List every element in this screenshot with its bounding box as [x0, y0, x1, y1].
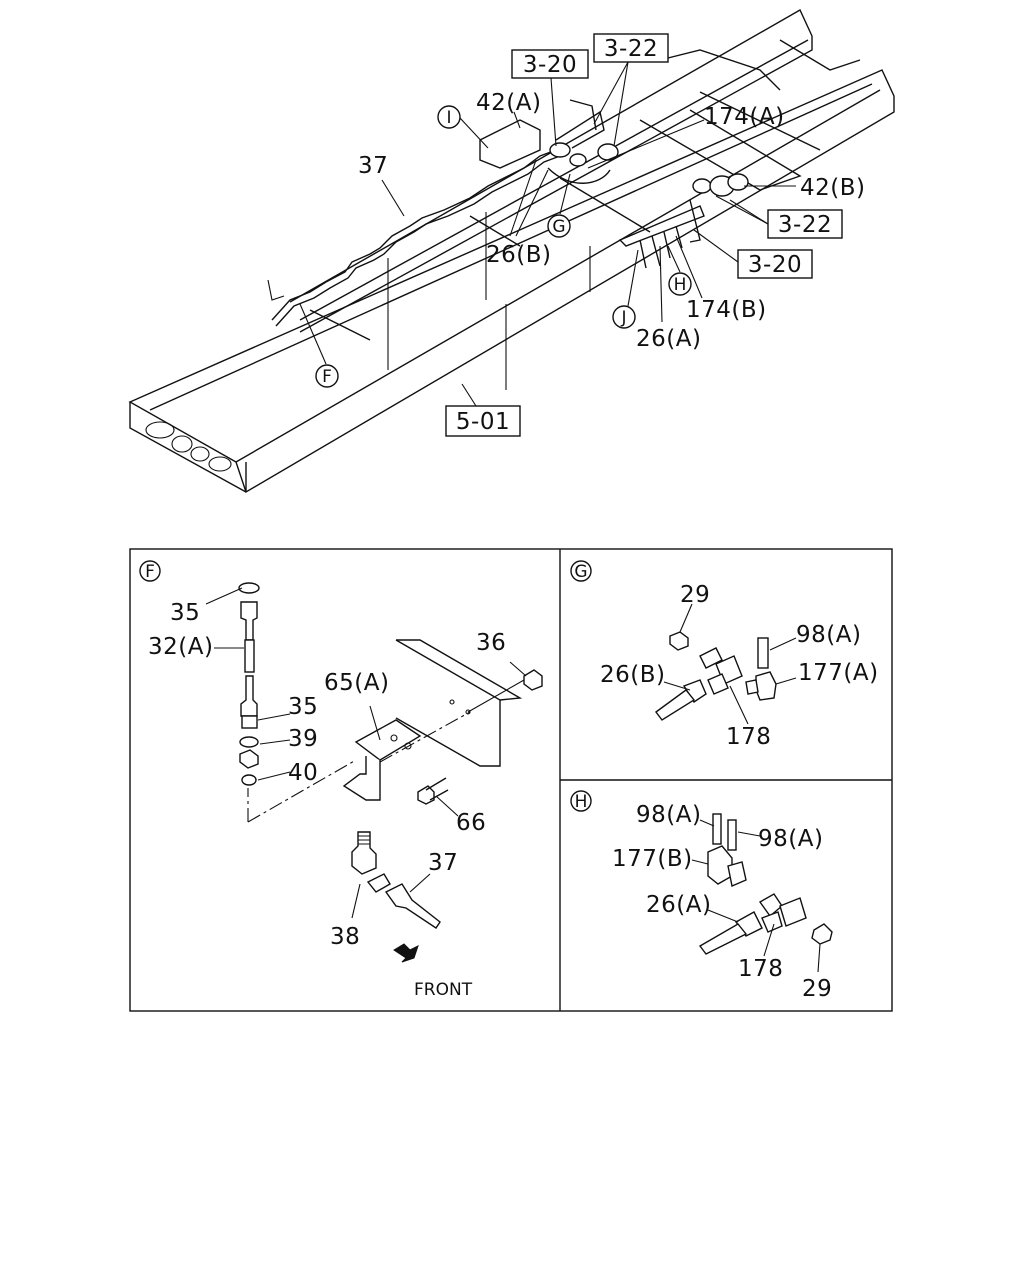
valve-cluster-front: [479, 99, 619, 184]
label-98a: 98(A): [796, 622, 861, 648]
label-29: 29: [680, 582, 710, 608]
svg-text:F: F: [145, 562, 155, 582]
label-177a: 177(A): [798, 660, 879, 686]
ref-text: 3-20: [523, 52, 577, 78]
ref-box-5-01: 5-01: [445, 405, 521, 437]
ref-box-3-22-rear: 3-22: [767, 209, 843, 239]
ref-text: 3-22: [604, 36, 658, 62]
detail-h: H 98(A) 98(A) 177(B) 26(A) 178 29: [570, 790, 833, 1002]
label-36: 36: [476, 630, 506, 656]
valve-cluster-rear: [618, 173, 749, 269]
ref-text: 3-20: [748, 252, 802, 278]
front-arrow-icon: [393, 943, 419, 963]
label-174b: 174(B): [686, 297, 767, 323]
label-39: 39: [288, 726, 318, 752]
label-26a: 26(A): [646, 892, 711, 918]
callout-g: G: [547, 214, 571, 238]
svg-text:I: I: [446, 108, 451, 128]
detail-panels: [129, 548, 893, 1012]
svg-text:G: G: [574, 562, 587, 582]
svg-text:H: H: [575, 792, 588, 812]
label-65a: 65(A): [324, 670, 389, 696]
label-35-top: 35: [170, 600, 200, 626]
brake-pipe-37: [271, 149, 557, 321]
ref-text: 3-22: [778, 212, 832, 238]
label-40: 40: [288, 760, 318, 786]
label-38: 38: [330, 924, 360, 950]
label-66: 66: [456, 810, 486, 836]
callout-h: H: [668, 272, 692, 296]
ref-box-3-20-rear: 3-20: [737, 249, 813, 279]
svg-text:H: H: [674, 275, 687, 295]
label-26b: 26(B): [486, 242, 552, 268]
label-26b: 26(B): [600, 662, 666, 688]
detail-f: F: [139, 560, 543, 1000]
svg-text:G: G: [552, 217, 565, 237]
label-37: 37: [358, 153, 388, 179]
callout-f: F: [315, 364, 339, 388]
svg-text:F: F: [322, 367, 332, 387]
ref-text: 5-01: [456, 409, 510, 435]
ref-box-3-22-front: 3-22: [593, 33, 669, 63]
label-174a: 174(A): [704, 104, 785, 130]
label-98a-left: 98(A): [636, 802, 701, 828]
callout-f-detail: F: [139, 560, 161, 582]
label-178: 178: [738, 956, 783, 982]
ref-box-3-20-front: 3-20: [511, 49, 589, 79]
detail-g: G 29 98(A) 26(B) 177(A) 178: [570, 560, 879, 750]
label-29: 29: [802, 976, 832, 1002]
label-32a: 32(A): [148, 634, 213, 660]
callout-h-detail: H: [570, 790, 592, 812]
label-98a-right: 98(A): [758, 826, 823, 852]
callout-g-detail: G: [570, 560, 592, 582]
svg-text:J: J: [620, 308, 626, 328]
callout-i: I: [437, 105, 461, 129]
callout-j: J: [612, 305, 636, 329]
label-26a: 26(A): [636, 326, 701, 352]
label-35-mid: 35: [288, 694, 318, 720]
label-37: 37: [428, 850, 458, 876]
overview-leaders: [299, 61, 796, 407]
front-label: FRONT: [414, 980, 473, 1000]
label-178: 178: [726, 724, 771, 750]
label-42b: 42(B): [800, 175, 866, 201]
label-177b: 177(B): [612, 846, 693, 872]
chassis-frame: [128, 9, 895, 494]
label-42a: 42(A): [476, 90, 541, 116]
